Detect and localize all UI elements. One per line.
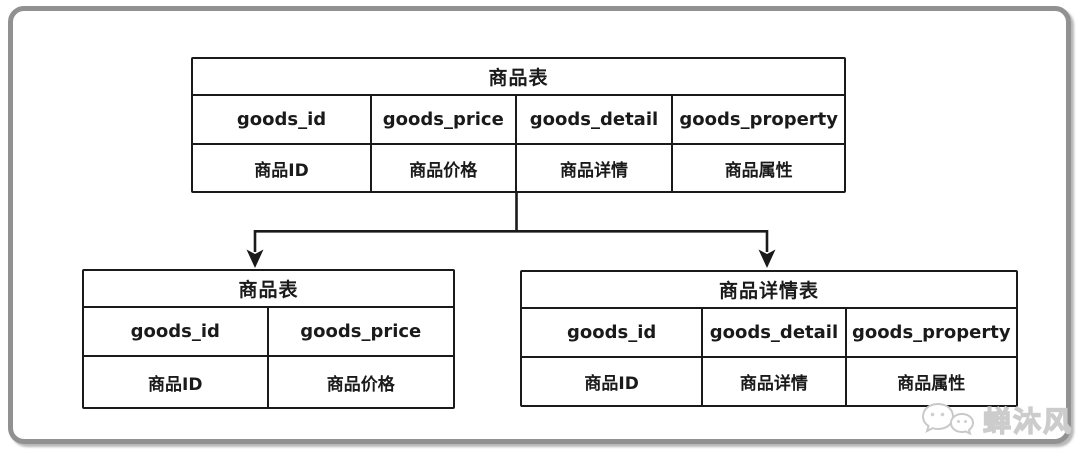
label-cell: 商品ID [522, 358, 704, 405]
label-row: 商品ID 商品详情 商品属性 [522, 356, 1016, 405]
label-cell: 商品ID [84, 357, 269, 407]
label-cell: 商品价格 [372, 145, 517, 191]
label-cell: 商品价格 [326, 374, 395, 395]
label-cell: 商品详情 [703, 358, 847, 405]
field-row: goods_id goods_detail goods_property [522, 307, 1016, 356]
field-row: goods_id goods_price goods_detail goods_… [193, 94, 844, 143]
field-cell: goods_price [300, 321, 422, 342]
table-goods-detail: 商品详情表 goods_id goods_detail goods_proper… [520, 270, 1018, 407]
field-cell: goods_property [851, 322, 1011, 343]
field-cell: goods_id [84, 308, 269, 355]
table-title: 商品详情表 [718, 280, 819, 302]
label-cell: 商品属性 [897, 374, 966, 394]
table-goods-original: 商品表 goods_id goods_price goods_detail go… [191, 57, 846, 193]
field-cell: goods_price [372, 96, 517, 143]
label-cell: 商品详情 [517, 145, 674, 191]
outer-frame [8, 6, 1071, 444]
table-title: 商品表 [488, 67, 549, 89]
label-cell: 商品ID [193, 145, 373, 191]
label-cell: 商品属性 [724, 160, 793, 181]
table-goods-split: 商品表 goods_id goods_price 商品ID 商品价格 [82, 269, 455, 409]
field-cell: goods_id [193, 96, 373, 143]
label-row: 商品ID 商品价格 商品详情 商品属性 [193, 143, 844, 191]
label-row: 商品ID 商品价格 [84, 355, 453, 407]
field-cell: goods_property [679, 109, 839, 130]
wechat-icon [921, 402, 975, 436]
table-title: 商品表 [238, 279, 299, 301]
field-cell: goods_id [522, 309, 704, 356]
field-row: goods_id goods_price [84, 306, 453, 355]
watermark-text: 蝉沐风 [982, 404, 1074, 438]
field-cell: goods_detail [517, 96, 674, 143]
field-cell: goods_detail [703, 309, 847, 356]
watermark: 蝉沐风 [920, 399, 1073, 441]
